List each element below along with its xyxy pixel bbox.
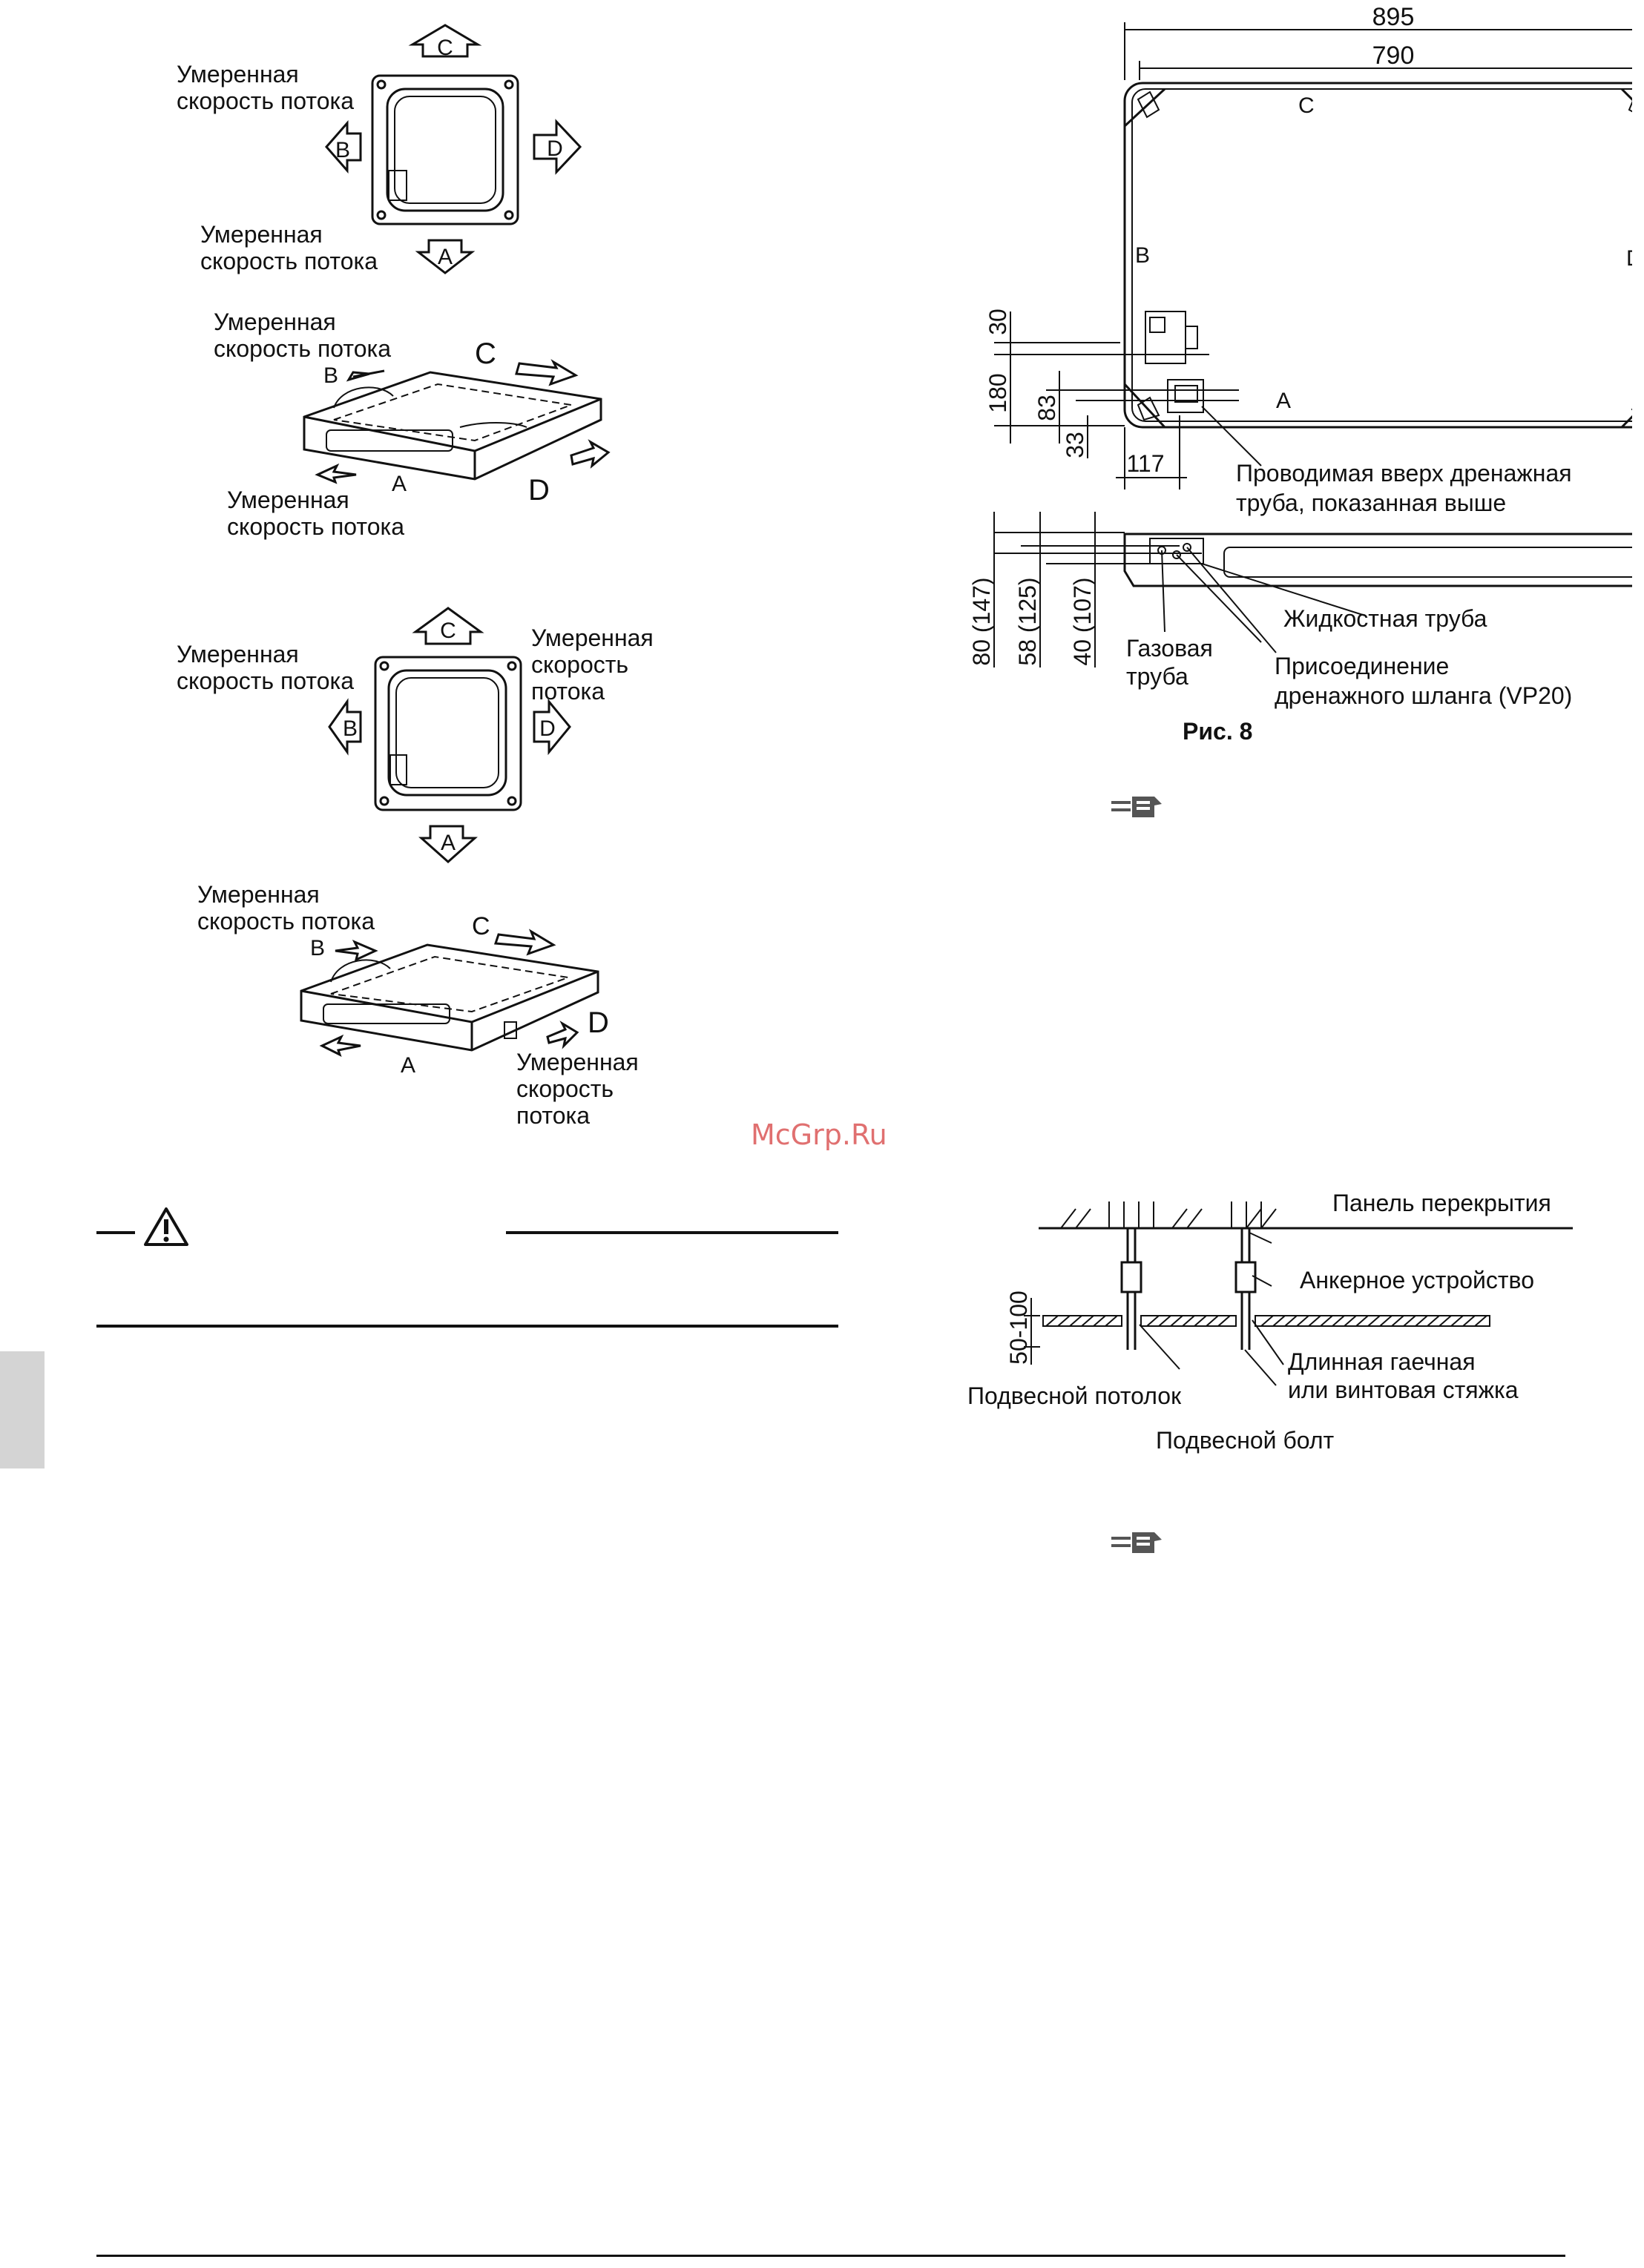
warning-icon	[144, 1207, 188, 1246]
unit-perspective-1: B C A D	[303, 337, 611, 507]
gap-dimension: 50-100	[1005, 1290, 1032, 1365]
dim-83: 83	[1033, 395, 1060, 421]
flow-label-a-1: Умеренная	[200, 221, 323, 248]
dim-58: 58 (125)	[1014, 577, 1041, 665]
unit-perspective-2: B C A D	[300, 912, 609, 1078]
label-bolt: Подвесной болт	[1156, 1427, 1335, 1454]
flow-label-a-2: скорость потока	[200, 248, 378, 274]
flow-label-d4-1: Умеренная	[516, 1049, 639, 1075]
flow-label-a2-2: скорость потока	[227, 513, 404, 540]
letter-b: B	[310, 936, 325, 960]
letter-a: A	[392, 472, 407, 496]
letter-d: D	[539, 716, 556, 741]
pointing-hand-icon	[1111, 1532, 1162, 1553]
callout-drain-up-1: Проводимая вверх дренажная	[1236, 460, 1572, 487]
flow-label-c-2: скорость потока	[214, 335, 391, 362]
flow-label-b3-1: Умеренная	[177, 641, 299, 667]
letter-c: C	[472, 912, 490, 940]
flow-label-c-1: Умеренная	[214, 309, 336, 335]
dim-width-outer: 895	[1372, 3, 1415, 31]
flow-label-d3-3: потока	[531, 678, 605, 705]
letter-a: A	[438, 245, 453, 269]
letter-d: D	[528, 474, 550, 507]
dim-80: 80 (147)	[968, 577, 995, 665]
letter-b: B	[335, 138, 350, 162]
callout-liquid-pipe: Жидкостная труба	[1283, 605, 1487, 632]
label-anchor: Анкерное устройство	[1300, 1267, 1534, 1293]
flow-label-d4-2: скорость	[516, 1075, 614, 1102]
dim-30: 30	[984, 309, 1011, 335]
mounting-diagram: 50-100	[1005, 1201, 1573, 1386]
flow-label-d3-1: Умеренная	[531, 624, 654, 651]
page-side-tab	[0, 1351, 45, 1468]
letter-d: D	[547, 136, 563, 161]
letter-a: A	[1276, 389, 1291, 413]
letter-c: C	[475, 337, 496, 370]
flow-label-b4-2: скорость потока	[197, 908, 375, 934]
flow-label-b-1: Умеренная	[177, 61, 299, 88]
figure-caption: Рис. 8	[1183, 718, 1253, 745]
footer-rule	[96, 2255, 1565, 2257]
letter-d: D	[588, 1006, 609, 1039]
unit-top-view-1: C B D A	[325, 24, 582, 274]
watermark: McGrp.Ru	[751, 1118, 887, 1151]
label-nut-2: или винтовая стяжка	[1288, 1377, 1519, 1403]
flow-label-b3-2: скорость потока	[177, 667, 354, 694]
label-nut-1: Длинная гаечная	[1288, 1348, 1476, 1375]
callout-gas-pipe-2: труба	[1126, 663, 1188, 690]
letter-c: C	[440, 619, 456, 643]
flow-label-b-2: скорость потока	[177, 88, 354, 114]
letter-a: A	[401, 1053, 415, 1078]
letter-a: A	[441, 831, 456, 855]
letter-c: C	[1298, 93, 1315, 118]
dim-180: 180	[984, 373, 1011, 412]
callout-drain-up-2: труба, показанная выше	[1236, 489, 1507, 516]
unit-top-view-2: C B D A	[328, 607, 571, 864]
callout-drain-hose-2: дренажного шланга (VP20)	[1275, 682, 1573, 709]
dim-117: 117	[1126, 450, 1164, 477]
letter-d: D	[1626, 246, 1632, 271]
letter-b: B	[343, 716, 358, 741]
letter-c: C	[437, 36, 453, 60]
pointing-hand-icon	[1111, 797, 1162, 817]
flow-label-d3-2: скорость	[531, 651, 629, 678]
label-ceiling: Подвесной потолок	[967, 1382, 1182, 1409]
callout-gas-pipe-1: Газовая	[1126, 635, 1213, 662]
label-slab: Панель перекрытия	[1332, 1190, 1551, 1216]
warning-block	[96, 1231, 838, 1328]
flow-label-d4-3: потока	[516, 1102, 591, 1129]
callout-drain-hose-1: Присоединение	[1275, 653, 1450, 679]
flow-label-b4-1: Умеренная	[197, 881, 320, 908]
dimension-drawing: C B D A 895 790 790 895 30 180 83 33 117…	[968, 3, 1632, 667]
flow-label-a2-1: Умеренная	[227, 487, 349, 513]
dim-40: 40 (107)	[1069, 577, 1096, 665]
letter-b: B	[323, 363, 338, 388]
dim-width-inner: 790	[1372, 42, 1415, 70]
dim-33: 33	[1062, 432, 1088, 458]
letter-b: B	[1135, 243, 1150, 268]
